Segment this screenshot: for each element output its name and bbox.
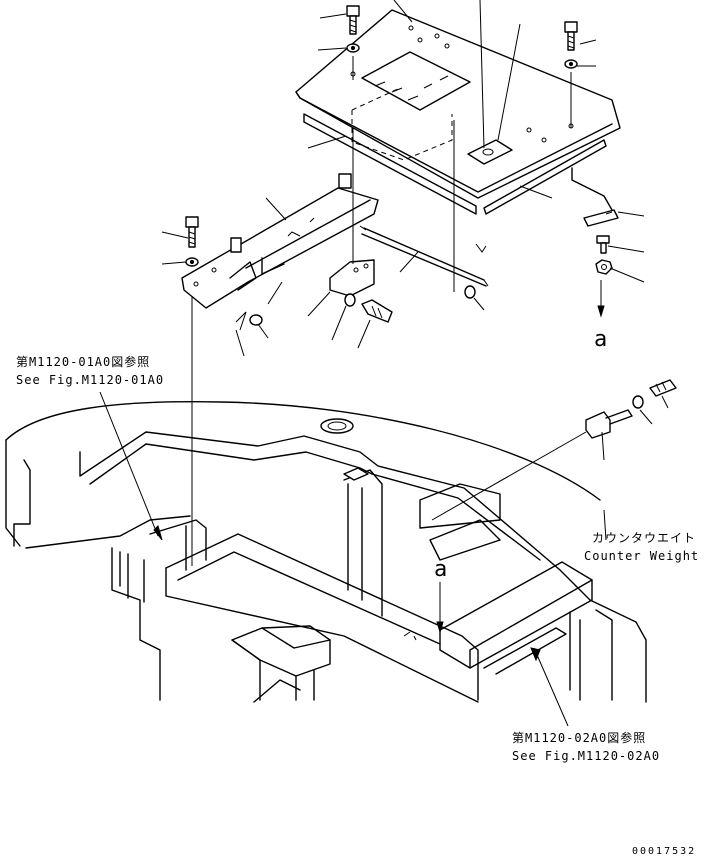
alignment-lines bbox=[191, 120, 455, 566]
drawing-number: 00017532 bbox=[632, 846, 696, 857]
bolt-left bbox=[185, 216, 199, 267]
annotations: 第M1120-01A0図参照 See Fig.M1120-01A0 カウンタウエ… bbox=[16, 354, 699, 857]
counterweight-latch bbox=[585, 379, 677, 439]
reference-label-1-jp: 第M1120-01A0図参照 bbox=[16, 354, 150, 369]
view-arrow-a-top: a bbox=[594, 280, 607, 352]
rod bbox=[359, 225, 489, 299]
counterweight bbox=[5, 401, 647, 703]
view-label-top: a bbox=[594, 327, 607, 352]
reference-label-2-en: See Fig.M1120-02A0 bbox=[512, 749, 660, 763]
latch-bolt bbox=[595, 235, 613, 275]
machine-frame bbox=[111, 467, 613, 703]
small-parts-left bbox=[235, 293, 393, 331]
support-bracket bbox=[181, 173, 379, 309]
latch-bracket bbox=[571, 167, 619, 227]
counterweight-label-en: Counter Weight bbox=[584, 549, 699, 563]
bolt-top-right bbox=[564, 21, 578, 129]
seal-strips bbox=[303, 113, 607, 215]
reference-label-2-jp: 第M1120-02A0図参照 bbox=[512, 730, 646, 745]
cover-plate bbox=[295, 9, 621, 199]
reference-label-1-en: See Fig.M1120-01A0 bbox=[16, 373, 164, 387]
view-arrow-a-bottom: a bbox=[434, 557, 447, 634]
counterweight-label-jp: カウンタウエイト bbox=[592, 531, 696, 545]
leader-lines bbox=[99, 0, 669, 727]
view-label-bottom: a bbox=[434, 557, 447, 582]
bolt-top-left bbox=[346, 5, 360, 80]
